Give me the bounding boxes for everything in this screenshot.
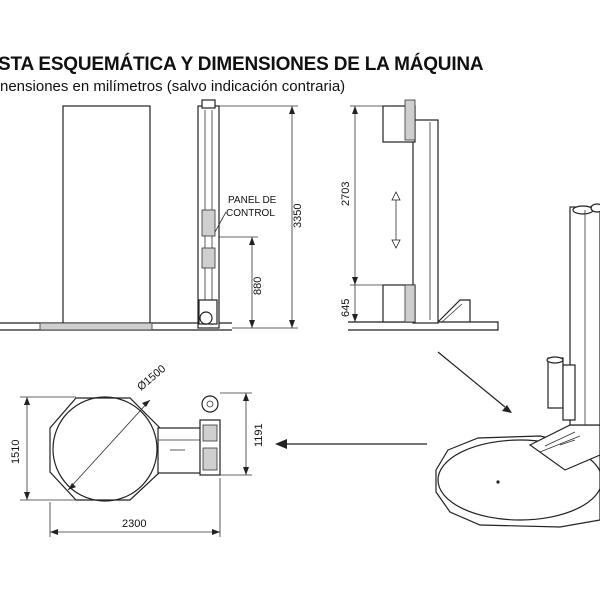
arm-platform xyxy=(528,424,600,471)
diameter-line xyxy=(67,399,151,491)
dim-1191: 1191 xyxy=(253,423,265,447)
turntable-front xyxy=(39,322,153,331)
panel-label-line1: PANEL DE xyxy=(228,195,277,206)
top-view xyxy=(20,392,252,537)
diagonal-arrow xyxy=(437,351,506,408)
front-view xyxy=(0,99,298,331)
dim-2703: 2703 xyxy=(340,182,352,206)
load-column xyxy=(62,105,151,325)
film-roll xyxy=(547,357,564,409)
side-view xyxy=(348,99,499,331)
dim-880: 880 xyxy=(252,277,264,295)
arm-top xyxy=(157,427,204,474)
page-subtitle: nensiones en milímetros (salvo indicació… xyxy=(0,78,346,95)
carriage-perspective xyxy=(562,364,576,421)
panel-leader xyxy=(214,211,227,233)
dim-diameter: Ø1500 xyxy=(135,363,168,393)
page-title: STA ESQUEMÁTICA Y DIMENSIONES DE LA MÁQU… xyxy=(0,54,484,75)
dim-1510: 1510 xyxy=(10,440,22,464)
dim-2300: 2300 xyxy=(122,518,146,530)
dim-3350: 3350 xyxy=(292,204,304,228)
ramp xyxy=(437,299,471,323)
panel-label-line2: CONTROL xyxy=(226,208,275,219)
side-mast xyxy=(412,119,439,324)
film-roll-top xyxy=(201,395,219,413)
turntable-circle xyxy=(52,396,158,502)
dim-645: 645 xyxy=(340,299,352,317)
carriage-front xyxy=(201,209,216,237)
perspective-view xyxy=(435,203,600,528)
